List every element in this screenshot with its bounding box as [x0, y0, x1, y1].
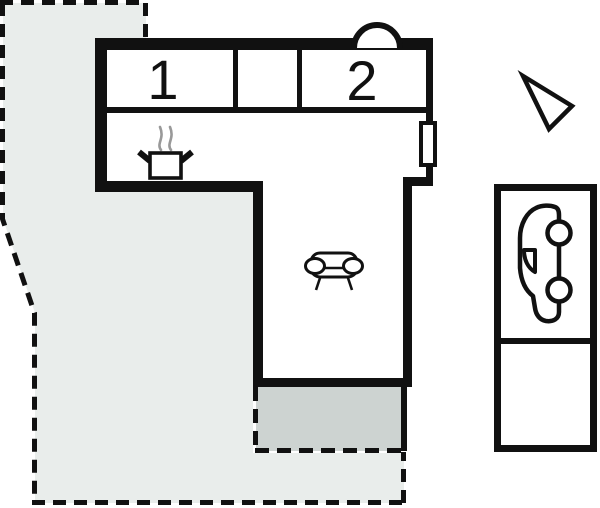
sofa-icon	[304, 251, 364, 291]
right-wall-top	[426, 44, 433, 184]
carport	[494, 184, 597, 452]
left-wall	[95, 38, 107, 192]
plot-area	[3, 3, 404, 503]
terrace-boundary-dashed	[253, 387, 406, 453]
terrace-right-edge	[401, 387, 407, 451]
plot-boundary-dashed	[0, 0, 406, 505]
north-arrow-icon	[517, 70, 576, 133]
house-interior	[95, 38, 433, 387]
living-right-wall	[403, 177, 412, 387]
room-divider-2	[297, 44, 302, 113]
living-bottom-wall	[253, 378, 412, 387]
car-icon	[517, 203, 573, 324]
room-2-label: 2	[346, 49, 377, 112]
terrace-area	[256, 387, 404, 451]
top-wall	[95, 38, 433, 50]
steam-icon	[158, 125, 173, 152]
stove-pot-icon	[137, 125, 194, 180]
rooms-bottom-wall	[103, 107, 431, 113]
vent-arc-icon	[351, 22, 403, 49]
room-1-label: 1	[147, 48, 178, 111]
right-jog-wall	[403, 177, 433, 186]
living-left-wall	[253, 181, 263, 387]
room-divider-1	[233, 44, 238, 113]
house-walls	[95, 38, 433, 387]
kitchen-bottom-wall	[95, 181, 263, 192]
window-icon	[419, 121, 437, 167]
